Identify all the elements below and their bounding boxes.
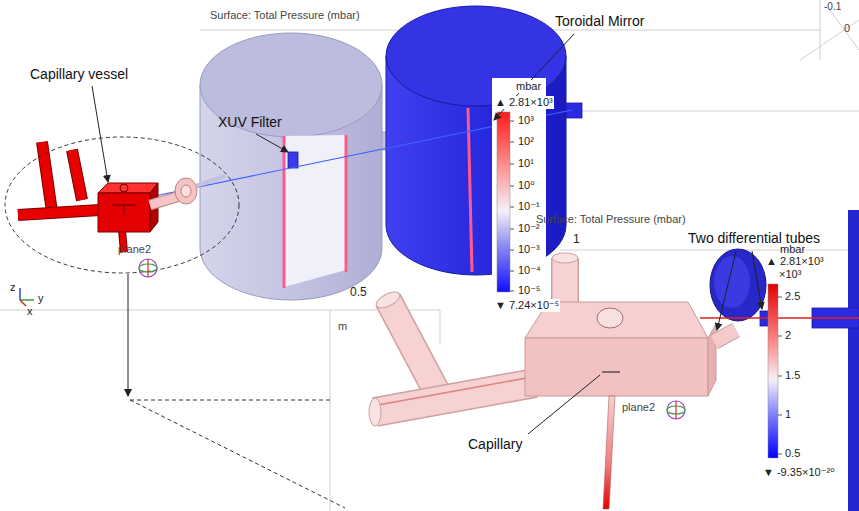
colorbar-unit: mbar — [780, 243, 805, 256]
colorbar-tick: 1.5 — [785, 369, 800, 382]
axis-tick: 0.5 — [350, 286, 367, 300]
axis-tick: 1 — [573, 233, 580, 247]
axis-letter: x — [27, 305, 33, 318]
colorbar-min: ▼ -9.35×10⁻²⁰ — [762, 466, 836, 479]
plane-label: plane2 — [622, 401, 655, 414]
plot-title: Surface: Total Pressure (mbar) — [536, 213, 686, 226]
colorbar-tick: 10¹ — [517, 157, 535, 170]
colorbar-tick: 0.5 — [785, 447, 800, 460]
colorbar-min: ▼ 7.24×10⁻⁵ — [494, 299, 560, 312]
colorbar-scale: ×10³ — [779, 268, 801, 281]
plot-title: Surface: Total Pressure (mbar) — [210, 9, 360, 22]
colorbar-tick: 10⁻⁴ — [517, 264, 542, 277]
colorbar-max: ▲ 2.81×10³ — [494, 96, 554, 109]
axis-tick: 0 — [844, 22, 850, 35]
colorbar-tick: 10³ — [517, 114, 535, 127]
plane-label: plane2 — [118, 243, 151, 256]
colorbar-tick: 2 — [785, 329, 791, 342]
axis-letter: y — [38, 292, 44, 305]
axis-letter: z — [10, 281, 16, 294]
colorbar-tick: 10⁻¹ — [517, 200, 541, 213]
callout-label: Capillary — [468, 436, 522, 452]
axis-tick: -0.1 — [824, 1, 841, 13]
colorbar-max: ▲ 2.81×10³ — [766, 255, 824, 268]
colorbar-tick: 10⁻⁵ — [517, 284, 542, 297]
axis-unit: m — [338, 320, 347, 333]
colorbar-tick: 10² — [517, 135, 535, 148]
callout-label: Toroidal Mirror — [555, 13, 644, 29]
colorbar-tick: 2.5 — [785, 290, 800, 303]
colorbar-unit: mbar — [515, 80, 542, 93]
colorbar-tick: 1 — [785, 408, 791, 421]
callout-label: XUV Filter — [218, 114, 282, 130]
colorbar-tick: 10⁻³ — [517, 243, 541, 256]
callout-label: Capillary vessel — [30, 66, 128, 82]
colorbar-tick: 10⁰ — [517, 179, 536, 192]
